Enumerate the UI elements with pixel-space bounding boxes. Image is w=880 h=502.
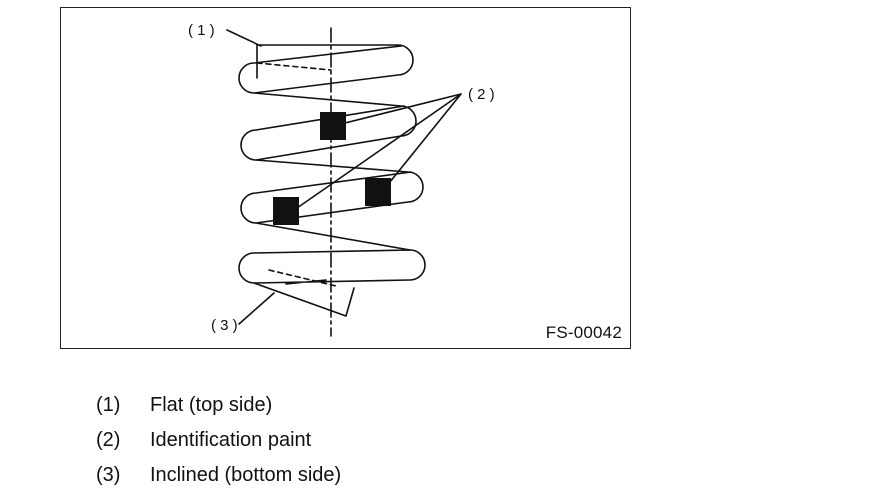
legend-text: Inclined (bottom side) — [150, 464, 342, 486]
callout-3-label: ( 3 ) — [211, 317, 238, 334]
legend-text: Identification paint — [150, 429, 312, 451]
callout-1-label: ( 1 ) — [188, 22, 215, 39]
legend-number: (3) — [96, 464, 121, 486]
legend-item: (1) Flat (top side) — [96, 388, 341, 423]
spring-outline — [238, 44, 426, 317]
legend-number: (2) — [96, 429, 121, 451]
figure-code: FS-00042 — [545, 323, 622, 342]
legend-item: (2) Identification paint — [96, 423, 341, 458]
leader-line-1 — [226, 29, 262, 47]
coil-spring-diagram: ( 1 ) ( 2 ) ( 3 ) — [188, 22, 495, 337]
top-flat-hidden-line — [256, 62, 332, 71]
callout-2-label: ( 2 ) — [468, 86, 495, 103]
identification-paint-mark — [365, 178, 391, 206]
figure-frame: ( 1 ) ( 2 ) ( 3 ) FS-00042 — [60, 7, 631, 349]
bottom-inclined-hidden-line — [268, 269, 337, 287]
leader-line-3 — [238, 292, 275, 325]
legend-list: (1) Flat (top side) (2) Identification p… — [96, 388, 341, 493]
legend-number: (1) — [96, 394, 121, 416]
legend-item: (3) Inclined (bottom side) — [96, 458, 341, 493]
legend-text: Flat (top side) — [150, 394, 273, 416]
identification-paint-mark — [273, 197, 299, 225]
identification-paint-mark — [320, 112, 346, 140]
